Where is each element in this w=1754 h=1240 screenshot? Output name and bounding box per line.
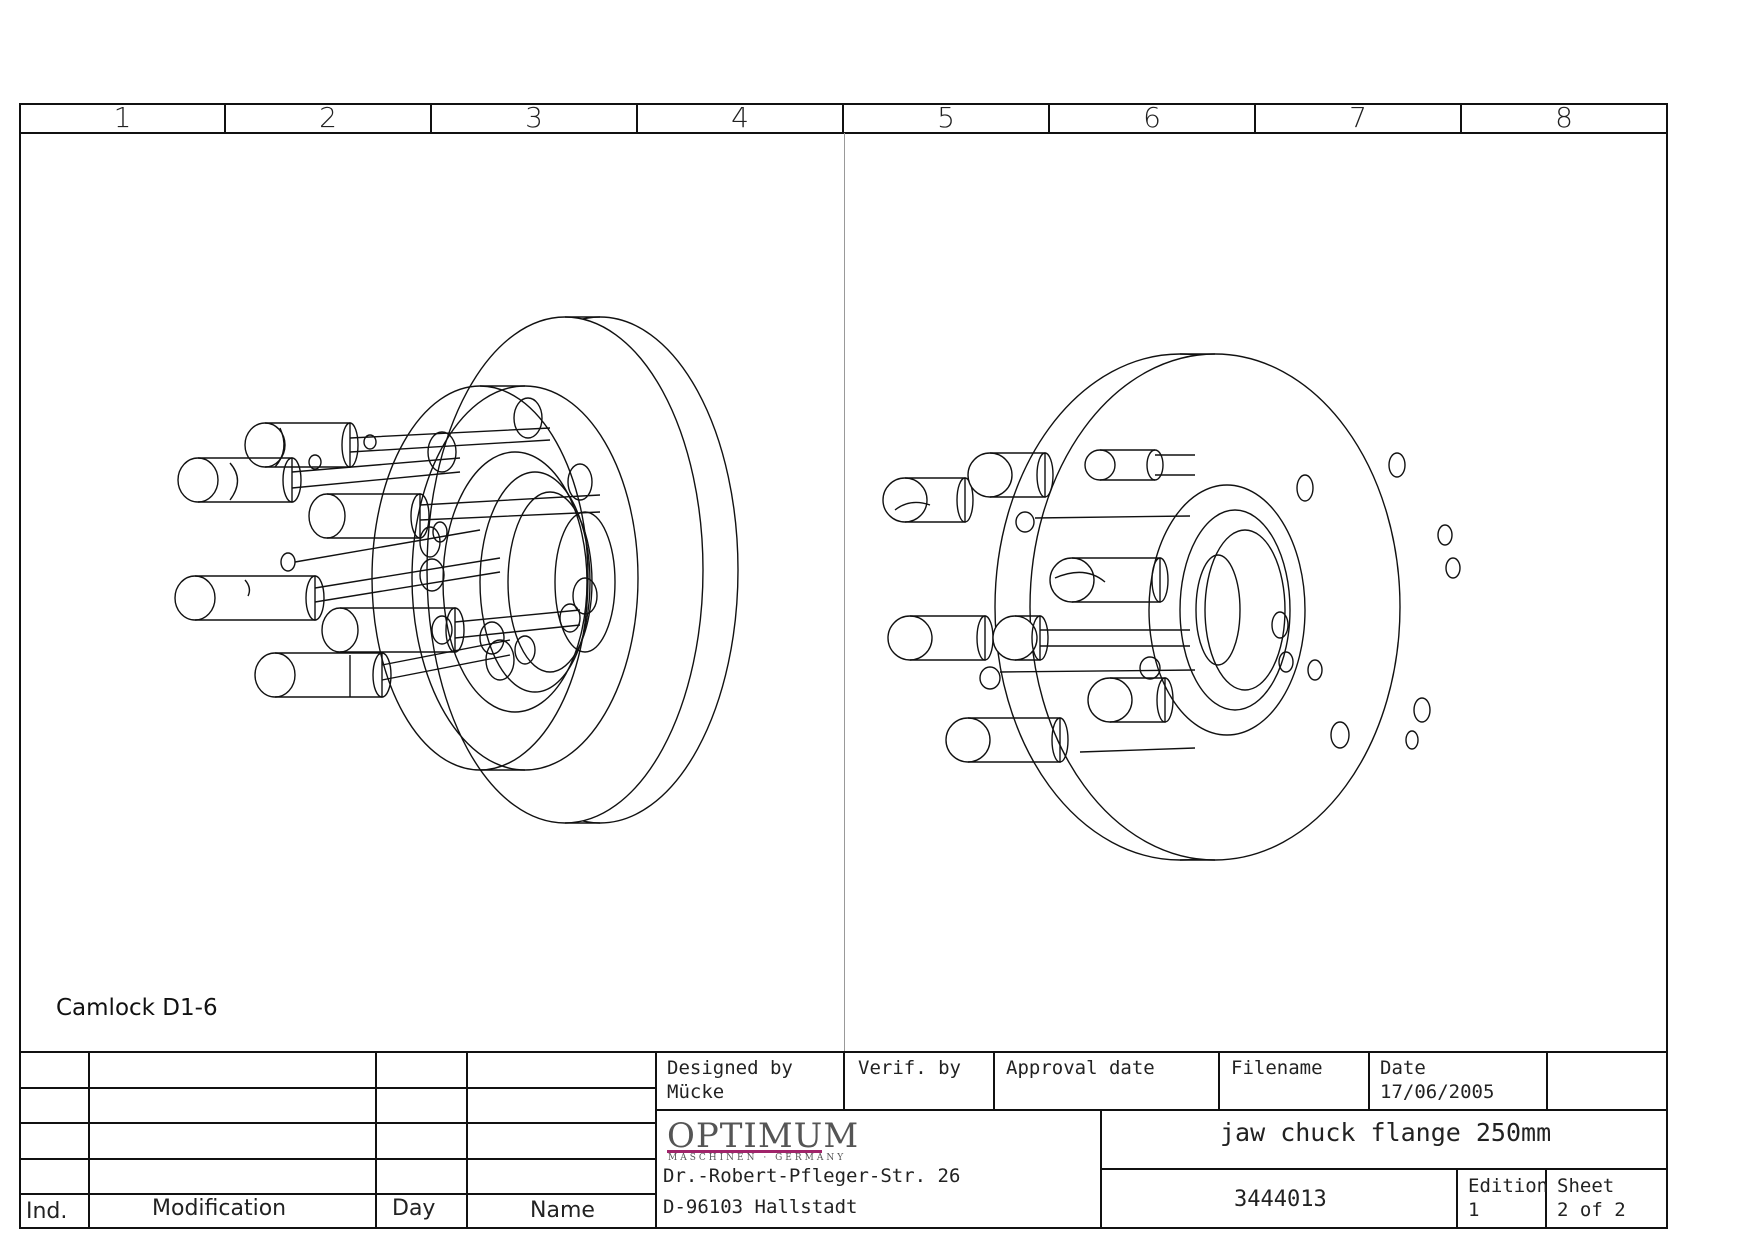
edition-value: 1 [1468,1199,1480,1221]
company-logo-bar [667,1150,822,1153]
title-block-col-line [1545,1168,1547,1229]
title-block-col-line [1100,1109,1102,1229]
sheet-value: 2 of 2 [1557,1199,1626,1221]
verif-by-label: Verif. by [858,1057,961,1079]
zone-label-4: 4 [731,101,749,134]
company-logo-subtitle: MASCHINEN · GERMANY [668,1153,847,1163]
revision-row-line [19,1122,656,1124]
date-label: Date [1380,1057,1426,1079]
zone-divider [842,103,844,133]
title-block-col-line [993,1051,995,1110]
revision-header-day: Day [392,1196,436,1221]
zone-label-1: 1 [113,101,132,134]
zone-divider [1254,103,1256,133]
view-caption: Camlock D1-6 [56,995,218,1021]
filename-label: Filename [1231,1057,1323,1079]
zone-label-6: 6 [1143,101,1161,134]
title-block-row-line [655,1109,1668,1111]
zone-divider [1460,103,1462,133]
flange-rear-view [174,316,739,824]
zone-divider [224,103,226,133]
zone-label-8: 8 [1555,101,1573,134]
zone-label-2: 2 [319,101,337,134]
drawing-number: 3444013 [1234,1187,1327,1212]
zone-label-5: 5 [937,101,955,134]
revision-header-ind: Ind. [26,1199,68,1224]
revision-row-line [19,1158,656,1160]
title-block-row-line [1100,1168,1668,1170]
revision-row-line [19,1087,656,1089]
title-block-col-line [843,1051,845,1110]
company-address-line1: Dr.-Robert-Pfleger-Str. 26 [663,1165,961,1187]
sheet-label: Sheet [1557,1175,1615,1197]
designed-by-value: Mücke [667,1081,725,1103]
revision-header-name: Name [530,1198,595,1223]
date-value: 17/06/2005 [1380,1081,1495,1103]
title-block-col-line [1368,1051,1370,1110]
revision-col-line [655,1051,657,1229]
zone-label-7: 7 [1349,101,1367,134]
title-block-col-line [1546,1051,1548,1110]
approval-date-label: Approval date [1006,1057,1155,1079]
zone-divider [636,103,638,133]
flange-front-view [882,353,1461,861]
zone-row-divider [19,132,1668,134]
title-block-col-line [1456,1168,1458,1229]
revision-header-modification: Modification [152,1196,287,1221]
company-address-line2: D-96103 Hallstadt [663,1196,858,1218]
title-block-col-line [1218,1051,1220,1110]
revision-col-line [466,1051,468,1229]
revision-col-line [375,1051,377,1229]
company-logo: OPTIMUM [667,1116,860,1156]
zone-divider [1048,103,1050,133]
designed-by-label: Designed by [667,1057,793,1079]
zone-label-3: 3 [525,101,543,134]
edition-label: Edition [1468,1175,1549,1197]
zone-divider [430,103,432,133]
view-divider [844,133,845,1052]
revision-row-line [19,1193,656,1195]
drawing-title: jaw chuck flange 250mm [1220,1118,1552,1147]
revision-col-line [88,1051,90,1229]
